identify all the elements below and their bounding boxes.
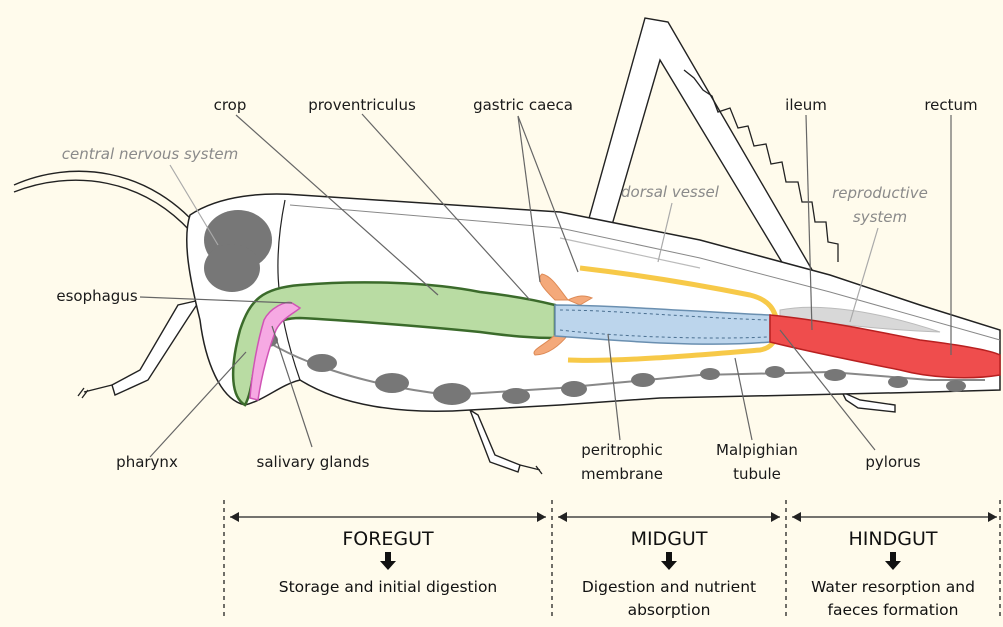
foregut-title: FOREGUT	[342, 528, 434, 550]
section-midgut: MIDGUT Digestion and nutrient absorption	[582, 528, 756, 619]
label-reproductive-system-2: system	[853, 208, 907, 226]
label-malpighian-tubule-1: Malpighian	[716, 441, 798, 459]
section-hindgut: HINDGUT Water resorption and faeces form…	[811, 528, 975, 619]
label-rectum: rectum	[924, 96, 977, 114]
label-pylorus: pylorus	[865, 453, 920, 471]
salivary-glands	[249, 301, 302, 401]
midgut-description-line1: Digestion and nutrient	[582, 578, 756, 596]
midgut-span-arrow	[558, 512, 780, 522]
middle-leg	[468, 408, 521, 473]
label-peritrophic-membrane-1: peritrophic	[581, 441, 662, 459]
foregut-down-arrow-icon	[380, 552, 396, 570]
label-gastric-caeca: gastric caeca	[473, 96, 573, 114]
hindgut-span-arrow	[792, 512, 997, 522]
antenna	[13, 170, 206, 236]
labels: crop proventriculus gastric caeca ileum …	[56, 96, 977, 483]
label-salivary-glands: salivary glands	[257, 453, 370, 471]
dorsal-vessel	[559, 237, 701, 269]
gut-sections: FOREGUT Storage and initial digestion MI…	[223, 500, 1001, 620]
section-foregut: FOREGUT Storage and initial digestion	[279, 528, 498, 596]
midgut-description-line2: absorption	[628, 601, 711, 619]
hindgut	[769, 314, 1001, 379]
label-peritrophic-membrane-2: membrane	[581, 465, 663, 483]
label-malpighian-tubule-2: tubule	[733, 465, 781, 483]
foregut-description: Storage and initial digestion	[279, 578, 498, 596]
leader-lines	[139, 113, 952, 458]
label-central-nervous-system: central nervous system	[62, 145, 238, 163]
label-pharynx: pharynx	[116, 453, 178, 471]
label-dorsal-vessel: dorsal vessel	[621, 183, 720, 201]
hindgut-description-line1: Water resorption and	[811, 578, 975, 596]
midgut	[554, 304, 771, 345]
hindgut-down-arrow-icon	[885, 552, 901, 570]
brain	[204, 210, 272, 292]
label-proventriculus: proventriculus	[308, 96, 416, 114]
rear-foot	[840, 390, 896, 413]
label-crop: crop	[214, 96, 247, 114]
hindgut-description-line2: faeces formation	[828, 601, 959, 619]
head-line	[277, 199, 301, 381]
label-reproductive-system-1: reproductive	[832, 184, 928, 202]
midgut-down-arrow-icon	[661, 552, 677, 570]
label-ileum: ileum	[785, 96, 827, 114]
foregut-span-arrow	[230, 512, 546, 522]
hindgut-title: HINDGUT	[849, 528, 938, 550]
body-outline	[185, 193, 1001, 412]
gastric-caeca	[533, 273, 594, 356]
midgut-title: MIDGUT	[631, 528, 708, 550]
label-esophagus: esophagus	[56, 287, 137, 305]
